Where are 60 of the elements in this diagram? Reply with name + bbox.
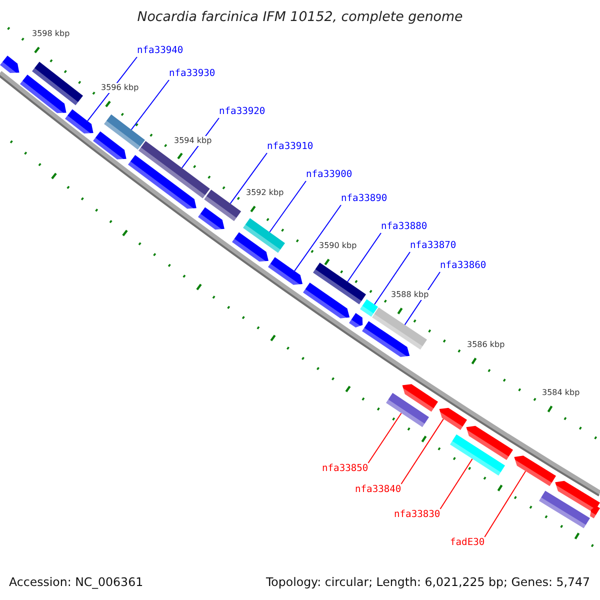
scale-label: 3588 kbp <box>391 290 429 300</box>
gene-block <box>555 480 600 513</box>
category-bar <box>360 299 378 317</box>
gene-block <box>514 456 556 486</box>
leader-line <box>230 152 268 204</box>
gene-block <box>20 74 66 114</box>
gene-label: fadE30 <box>450 537 485 549</box>
gene-label: nfa33840 <box>355 484 402 496</box>
gene-block <box>128 155 196 209</box>
category-bar <box>313 262 366 304</box>
leader-line <box>400 418 444 484</box>
gene-block <box>198 207 224 230</box>
scale-label: 3596 kbp <box>101 83 139 93</box>
leader-line <box>269 180 306 233</box>
gene-label: nfa33910 <box>267 141 314 153</box>
scale-label: 3592 kbp <box>246 188 284 198</box>
gene-block <box>466 426 513 460</box>
category-bar <box>386 392 429 428</box>
leader-line <box>484 470 526 538</box>
gene-label: nfa33870 <box>410 240 456 252</box>
category-bar <box>104 114 145 150</box>
gene-label: nfa33860 <box>440 260 486 272</box>
gene-block <box>65 109 94 134</box>
gene-block <box>93 131 126 160</box>
category-bar <box>372 307 427 350</box>
category-bar <box>204 190 242 222</box>
gene-block <box>402 384 438 412</box>
leader-line <box>440 458 473 510</box>
gene-label: nfa33890 <box>341 193 388 205</box>
scale-label: 3598 kbp <box>32 29 70 39</box>
gene-block <box>303 282 350 318</box>
scale-label: 3584 kbp <box>542 388 580 398</box>
genome-stats-note: Topology: circular; Length: 6,021,225 bp; Genes: 5,747 <box>266 575 590 589</box>
gene-block <box>439 408 467 430</box>
gene-block <box>0 56 20 74</box>
accession-note: Accession: NC_006361 <box>9 575 144 589</box>
gene-label: nfa33920 <box>219 106 266 118</box>
category-bar <box>539 490 590 528</box>
gene-block <box>232 232 268 262</box>
gene-label: nfa33930 <box>169 68 216 80</box>
scale-label: 3586 kbp <box>467 340 505 350</box>
gene-label: nfa33830 <box>394 509 440 521</box>
gene-block <box>349 313 363 328</box>
gene-label: nfa33900 <box>306 169 352 181</box>
gene-block <box>362 321 410 357</box>
leader-line <box>294 204 342 272</box>
gene-block <box>268 257 303 285</box>
leader-line <box>368 412 402 464</box>
category-bar <box>243 218 285 253</box>
leader-line <box>347 232 382 282</box>
gene-label: nfa33850 <box>322 463 368 475</box>
gene-label: nfa33940 <box>137 45 184 57</box>
category-bar <box>450 434 505 476</box>
leader-line <box>374 252 410 305</box>
gene-label: nfa33880 <box>381 221 428 233</box>
scale-label: 3594 kbp <box>174 136 212 146</box>
category-bar <box>32 62 83 106</box>
map-title: Nocardia farcinica IFM 10152, complete genome <box>137 10 463 26</box>
scale-label: 3590 kbp <box>319 241 357 251</box>
leader-line <box>130 80 170 130</box>
